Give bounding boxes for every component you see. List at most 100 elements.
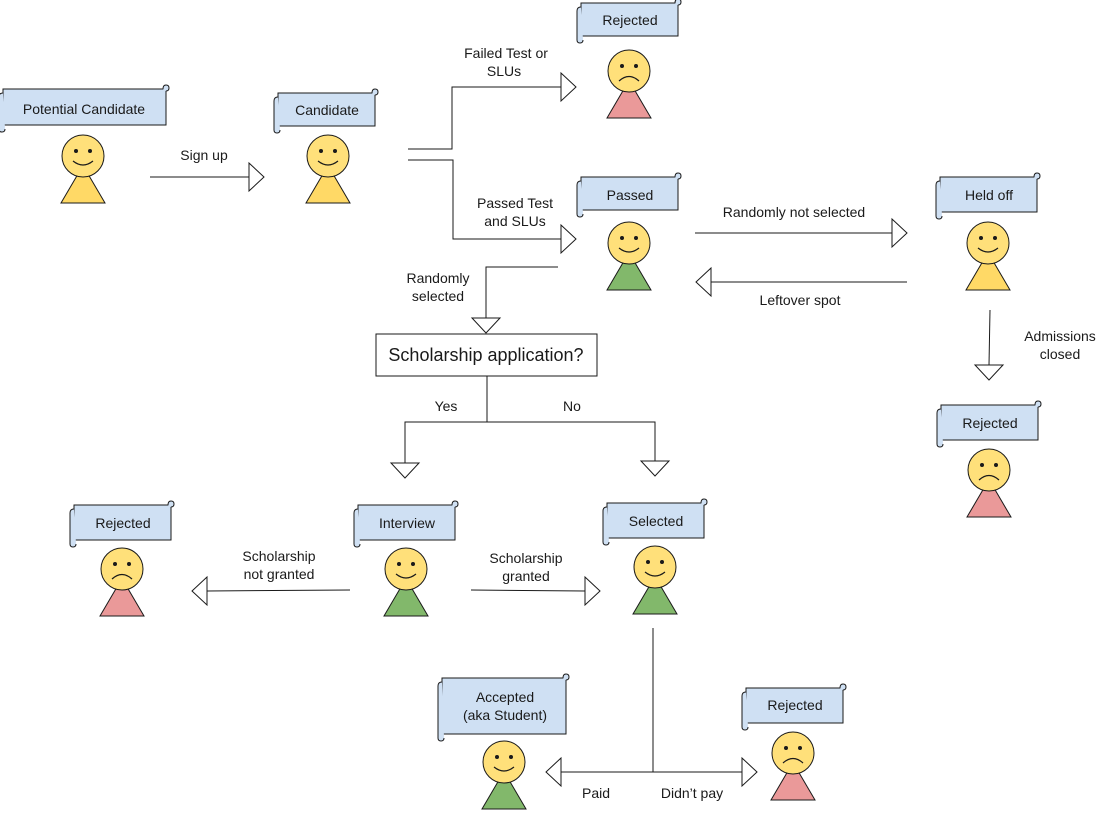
edge-admissions-closed [973, 309, 1005, 381]
person-body [60, 173, 106, 204]
banner-candidate: Candidate [273, 88, 379, 134]
smile-mouth [493, 766, 515, 772]
label-admissions-closed-2: closed [1040, 346, 1080, 362]
person-rejected-unpaid [770, 731, 816, 801]
person-head [633, 545, 677, 589]
banner-label: Candidate [295, 102, 359, 118]
person-eye-right [798, 746, 802, 750]
person-body [481, 779, 527, 810]
person-head [771, 731, 815, 775]
banner-body [357, 504, 456, 541]
label-didnt-pay: Didn’t pay [661, 785, 723, 801]
label-randomly-not-selected: Randomly not selected [723, 204, 865, 220]
edge-failed-test [408, 71, 577, 150]
edge-yes [389, 376, 488, 479]
person-eye-left [319, 149, 323, 153]
person-head [607, 221, 651, 265]
frown-mouth [978, 474, 1000, 481]
banner-rejected-unpaid: Rejected [741, 683, 847, 731]
label-failed-test: Failed Test or [464, 45, 548, 61]
person-head [100, 547, 144, 591]
label-admissions-closed: Admissions [1024, 328, 1096, 344]
banner-body [606, 502, 705, 539]
banner-left-roll [0, 92, 6, 133]
banner-right-roll [674, 172, 682, 180]
banner-body [441, 677, 567, 735]
person-candidate [305, 134, 351, 204]
person-eye-left [620, 64, 624, 68]
person-eye-right [634, 236, 638, 240]
label-yes: Yes [435, 398, 458, 414]
person-rejected-admissions [966, 448, 1012, 518]
banner-label: Accepted [476, 689, 534, 705]
person-eye-left [980, 463, 984, 467]
banner-body [73, 504, 172, 541]
person-eye-right [660, 560, 664, 564]
banner-right-roll [162, 84, 170, 92]
person-eye-right [509, 755, 513, 759]
person-head [482, 740, 526, 784]
label-paid: Paid [582, 785, 610, 801]
banner-interview: Interview [353, 500, 459, 548]
smile-mouth [317, 160, 339, 166]
person-eye-left [646, 560, 650, 564]
person-eye-right [993, 236, 997, 240]
banner-right-roll [1034, 400, 1042, 408]
banner-right-roll [839, 683, 847, 691]
edge-scholarship-granted [470, 575, 601, 607]
banner-left-roll [437, 681, 445, 742]
banners: Potential Candidate Candidate Rejected P… [0, 0, 1042, 742]
banner-body [939, 176, 1038, 213]
banner-label: Rejected [602, 12, 657, 28]
edge-sign-up [150, 161, 265, 193]
person-eye-left [495, 755, 499, 759]
banner-label: Rejected [962, 415, 1017, 431]
edge-randomly-not-selected [695, 217, 908, 249]
label-randomly-selected: Randomly [406, 270, 469, 286]
person-potential-candidate [60, 134, 106, 204]
edge-payment-split [545, 628, 758, 788]
banner-left-roll [353, 508, 361, 548]
banner-left-roll [576, 180, 584, 218]
person-eye-right [994, 463, 998, 467]
person-eye-left [113, 562, 117, 566]
label-scholarship-not-granted-2: not granted [244, 566, 315, 582]
banner-body [2, 88, 167, 126]
label-failed-test-2: SLUs [487, 63, 521, 79]
person-eye-left [784, 746, 788, 750]
smile-mouth [977, 247, 999, 253]
banner-potential-candidate: Potential Candidate [0, 84, 170, 133]
person-head [61, 134, 105, 178]
person-body [966, 487, 1012, 518]
person-selected [632, 545, 678, 615]
person-eye-left [979, 236, 983, 240]
decision-label: Scholarship application? [388, 345, 583, 365]
person-head [306, 134, 350, 178]
banner-right-roll [1033, 172, 1041, 180]
person-rejected-test [606, 49, 652, 119]
edge-randomly-selected [470, 266, 558, 334]
person-held-off [965, 221, 1011, 291]
banner-label: Potential Candidate [23, 101, 145, 117]
person-eye-right [634, 64, 638, 68]
banner-label: Interview [379, 515, 436, 531]
label-passed-test: Passed Test [477, 195, 553, 211]
edge-no [487, 421, 671, 477]
person-body [99, 586, 145, 617]
banner-right-roll [167, 500, 175, 508]
edge-labels: Sign up Failed Test or SLUs Passed Test … [180, 45, 1096, 801]
person-head [966, 221, 1010, 265]
smile-mouth [395, 573, 417, 579]
label-scholarship-not-granted: Scholarship [242, 548, 315, 564]
label-scholarship-granted: Scholarship [489, 550, 562, 566]
banner-left-roll [935, 180, 943, 220]
banner-right-roll [451, 500, 459, 508]
person-eye-right [411, 562, 415, 566]
banner-left-roll [936, 408, 944, 448]
banner-accepted: Accepted (aka Student) [437, 673, 570, 742]
label-sign-up: Sign up [180, 147, 228, 163]
banner-label: Selected [629, 513, 683, 529]
banner-passed: Passed [576, 172, 682, 218]
person-rejected-scholarship [99, 547, 145, 617]
